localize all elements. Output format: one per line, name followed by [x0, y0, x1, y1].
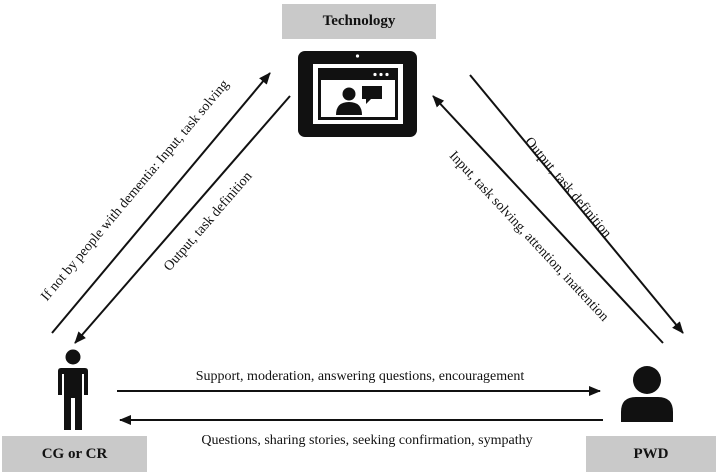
tablet-video-call-icon: [298, 51, 417, 137]
cg-cr-node-label: CG or CR: [2, 436, 147, 472]
arrow-technology-to-pwd: [469, 74, 684, 334]
arrow-technology-to-cg: [74, 95, 291, 344]
pwd-node-label: PWD: [586, 436, 716, 472]
arrow-cg-to-technology: [51, 72, 271, 334]
label-technology-to-pwd: Output, task definition: [521, 135, 614, 241]
label-cg-to-technology: If not by people with dementia: Input, t…: [38, 77, 232, 304]
label-pwd-to-technology: Input, task solving, attention, inattent…: [446, 149, 612, 325]
standing-person-icon: [58, 349, 88, 430]
technology-node-label: Technology: [282, 4, 436, 39]
label-cg-to-pwd: Support, moderation, answering questions…: [196, 369, 525, 384]
user-silhouette-icon: [621, 366, 673, 422]
arrow-pwd-to-technology: [432, 95, 664, 344]
label-pwd-to-cg: Questions, sharing stories, seeking conf…: [201, 433, 532, 448]
